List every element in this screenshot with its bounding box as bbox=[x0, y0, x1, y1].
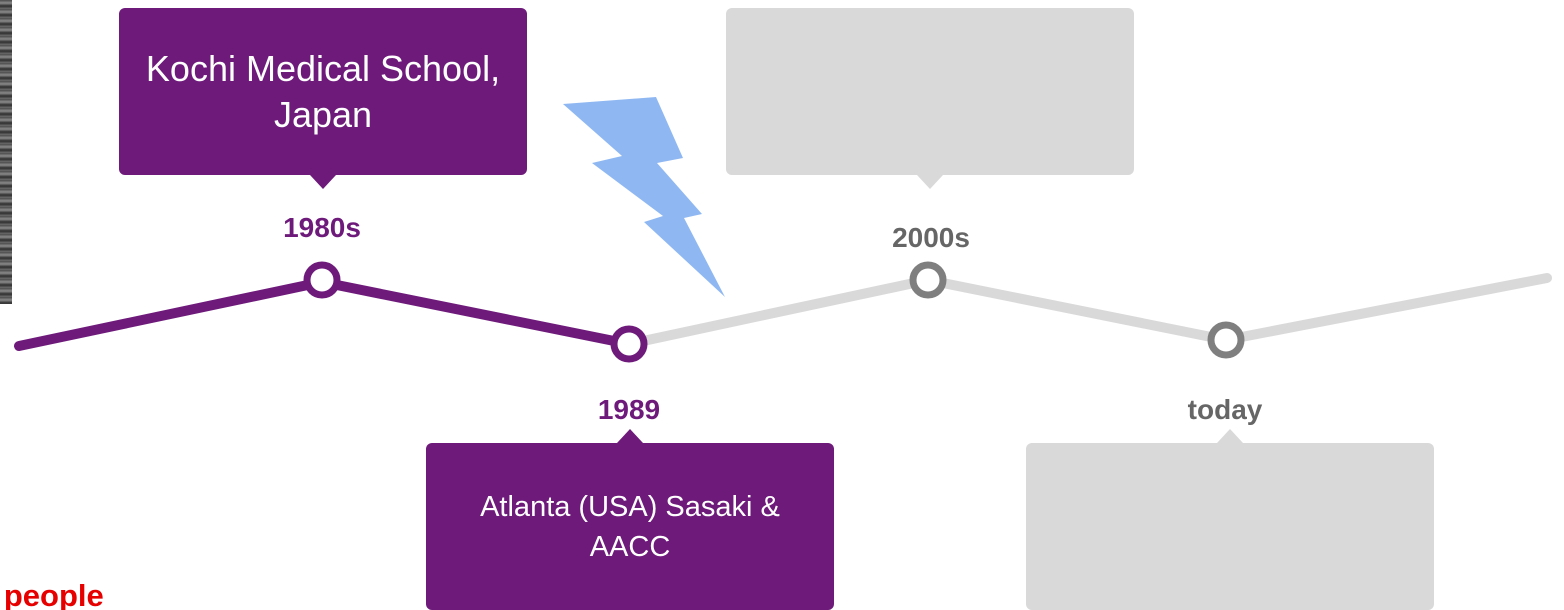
callout-today bbox=[1026, 443, 1434, 610]
date-label-1980s: 1980s bbox=[222, 212, 422, 244]
callout-2000s bbox=[726, 8, 1134, 175]
callout-1989-text: Atlanta (USA) Sasaki & AACC bbox=[446, 487, 814, 567]
callout-1989: Atlanta (USA) Sasaki & AACC bbox=[426, 443, 834, 610]
timeline-node-1980s bbox=[307, 265, 337, 295]
date-label-today: today bbox=[1125, 394, 1325, 426]
date-label-1989: 1989 bbox=[529, 394, 729, 426]
timeline-segment-3 bbox=[629, 280, 928, 344]
callout-1980s: Kochi Medical School, Japan bbox=[119, 8, 527, 175]
people-count-note: 0 people bbox=[0, 578, 104, 610]
callout-pointer bbox=[917, 175, 943, 189]
timeline-node-today bbox=[1211, 325, 1241, 355]
callout-1980s-text: Kochi Medical School, Japan bbox=[139, 46, 507, 138]
callout-pointer bbox=[617, 429, 643, 443]
lightning-bolt-icon bbox=[563, 97, 725, 297]
timeline-segment-5 bbox=[1226, 278, 1547, 340]
callout-pointer bbox=[1217, 429, 1243, 443]
date-label-2000s: 2000s bbox=[831, 222, 1031, 254]
timeline-segment-2 bbox=[322, 282, 629, 344]
timeline-segment-4 bbox=[928, 280, 1226, 340]
callout-pointer bbox=[310, 175, 336, 189]
timeline-node-2000s bbox=[913, 265, 943, 295]
timeline-node-1989 bbox=[614, 329, 644, 359]
timeline-segment-1 bbox=[19, 282, 322, 346]
